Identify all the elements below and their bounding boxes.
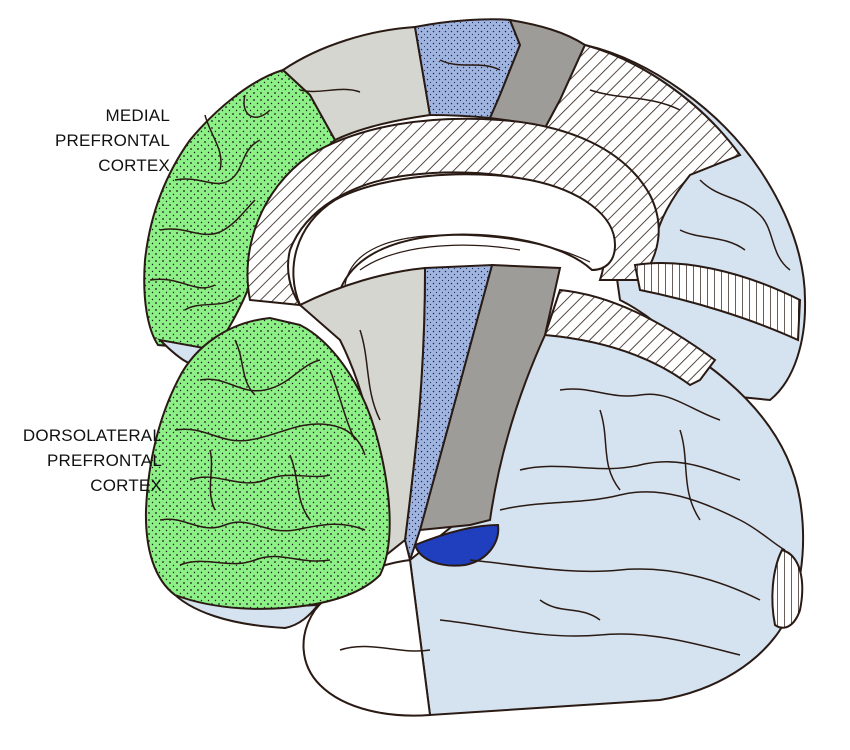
dorsolateral-label-line-3: CORTEX [90,476,162,495]
lateral-striped-edge [771,548,804,629]
medial-label-line-1: MEDIAL [105,106,170,125]
medial-label-line-3: CORTEX [98,156,170,175]
dorsolateral-label-line-2: PREFRONTAL [46,451,162,470]
corpus-callosum [292,173,617,307]
lateral-hatched-region [543,288,717,387]
dorsolateral-label-line-1: DORSOLATERAL [22,426,162,445]
medial-striped-band [633,262,802,342]
medial-prefrontal-cortex-label: MEDIAL PREFRONTAL CORTEX [55,103,170,178]
medial-label-line-2: PREFRONTAL [54,131,170,150]
dorsolateral-prefrontal-cortex-label: DORSOLATERAL PREFRONTAL CORTEX [23,423,162,498]
sulci-lines [149,59,791,656]
deep-blue-spot [413,523,500,567]
lateral-darkgray-strip [418,263,562,532]
